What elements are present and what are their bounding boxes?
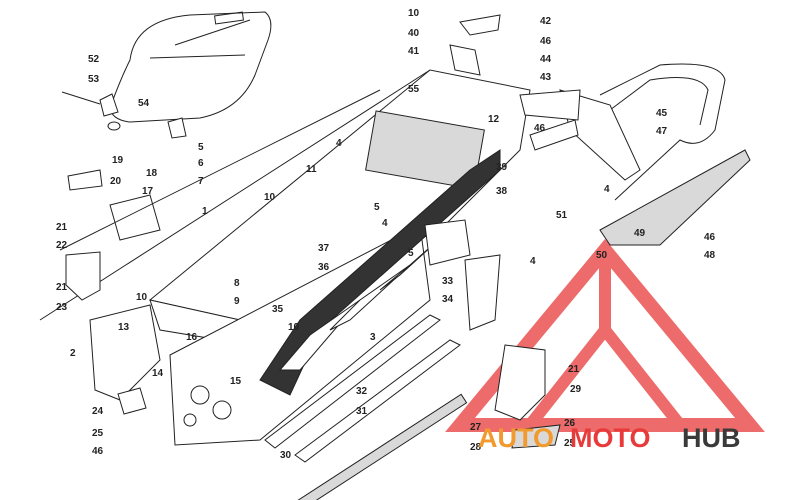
callout-label: 35 bbox=[272, 304, 284, 315]
callout-label: 26 bbox=[564, 418, 576, 429]
callout-label: 24 bbox=[92, 406, 104, 417]
watermark-brand-text: AUTO MOTO HUB bbox=[478, 423, 741, 453]
hitch-parts bbox=[424, 219, 561, 449]
callout-label: 10 bbox=[136, 292, 148, 303]
callout-label: 41 bbox=[408, 46, 420, 57]
callout-label: 21 bbox=[56, 222, 68, 233]
left-bracket-parts bbox=[65, 169, 161, 415]
callout-label: 8 bbox=[234, 278, 240, 289]
callout-label: 23 bbox=[56, 302, 68, 313]
callout-label: 4 bbox=[604, 184, 610, 195]
callout-label: 55 bbox=[408, 84, 420, 95]
callout-label: 46 bbox=[534, 123, 546, 134]
callout-label: 2 bbox=[70, 348, 76, 359]
callout-label: 5 bbox=[374, 202, 380, 213]
running-board-parts bbox=[264, 314, 468, 500]
callout-label: 20 bbox=[110, 176, 122, 187]
callout-label: 15 bbox=[230, 376, 242, 387]
callout-label: 19 bbox=[112, 155, 124, 166]
callout-label: 1 bbox=[202, 206, 208, 217]
callout-label: 10 bbox=[288, 322, 300, 333]
callout-label: 18 bbox=[146, 168, 158, 179]
callout-label: 9 bbox=[234, 296, 240, 307]
callout-label: 36 bbox=[318, 262, 330, 273]
callout-label: 33 bbox=[442, 276, 454, 287]
callout-label: 25 bbox=[92, 428, 104, 439]
callout-label: 39 bbox=[496, 162, 508, 173]
callout-label: 44 bbox=[540, 54, 552, 65]
callout-label: 47 bbox=[656, 126, 668, 137]
callout-label: 13 bbox=[118, 322, 130, 333]
callout-label: 53 bbox=[88, 74, 100, 85]
callout-label: 43 bbox=[540, 72, 552, 83]
callout-label: 25 bbox=[564, 438, 576, 449]
callout-label: 7 bbox=[198, 176, 204, 187]
callout-label: 27 bbox=[470, 422, 482, 433]
callout-label: 3 bbox=[370, 332, 376, 343]
callout-label: 4 bbox=[382, 218, 388, 229]
callout-label: 28 bbox=[470, 442, 482, 453]
watermark-auto-text: AUTO bbox=[478, 423, 554, 453]
callout-label: 6 bbox=[198, 158, 204, 169]
callout-label: 14 bbox=[152, 368, 164, 379]
callout-label: 10 bbox=[264, 192, 276, 203]
tunnel-graphic-decal bbox=[259, 149, 501, 396]
callout-label: 21 bbox=[568, 364, 580, 375]
callout-label: 42 bbox=[540, 16, 552, 27]
callout-label: 45 bbox=[656, 108, 668, 119]
callout-label: 21 bbox=[56, 282, 68, 293]
rear-rack-parts bbox=[449, 14, 751, 246]
watermark-moto-text: MOTO bbox=[570, 423, 651, 453]
callout-label: 11 bbox=[306, 164, 317, 175]
callout-label: 34 bbox=[442, 294, 454, 305]
callout-label: 4 bbox=[336, 138, 342, 149]
callout-label: 46 bbox=[92, 446, 104, 457]
callout-label: 54 bbox=[138, 98, 150, 109]
callout-label: 46 bbox=[704, 232, 716, 243]
callout-label: 16 bbox=[186, 332, 198, 343]
watermark-logo-mark bbox=[445, 239, 765, 432]
callout-label: 48 bbox=[704, 250, 716, 261]
callout-label: 52 bbox=[88, 54, 100, 65]
callout-label: 51 bbox=[556, 210, 568, 221]
callout-label: 12 bbox=[488, 114, 500, 125]
callout-label: 49 bbox=[634, 228, 646, 239]
callout-label: 5 bbox=[198, 142, 204, 153]
callout-label: 22 bbox=[56, 240, 68, 251]
callout-label: 32 bbox=[356, 386, 368, 397]
callout-label: 38 bbox=[496, 186, 508, 197]
callout-label: 37 bbox=[318, 243, 330, 254]
callout-label: 50 bbox=[596, 250, 608, 261]
callout-label: 10 bbox=[408, 8, 420, 19]
callout-label: 46 bbox=[540, 36, 552, 47]
seat-part bbox=[61, 11, 272, 139]
watermark-hub-text: HUB bbox=[682, 423, 741, 453]
callout-label: 40 bbox=[408, 28, 420, 39]
callout-label: 29 bbox=[570, 384, 582, 395]
callout-label: 31 bbox=[356, 406, 368, 417]
callout-label: 30 bbox=[280, 450, 292, 461]
callout-label: 5 bbox=[408, 248, 414, 259]
callout-label: 17 bbox=[142, 186, 154, 197]
callout-label: 4 bbox=[530, 256, 536, 267]
